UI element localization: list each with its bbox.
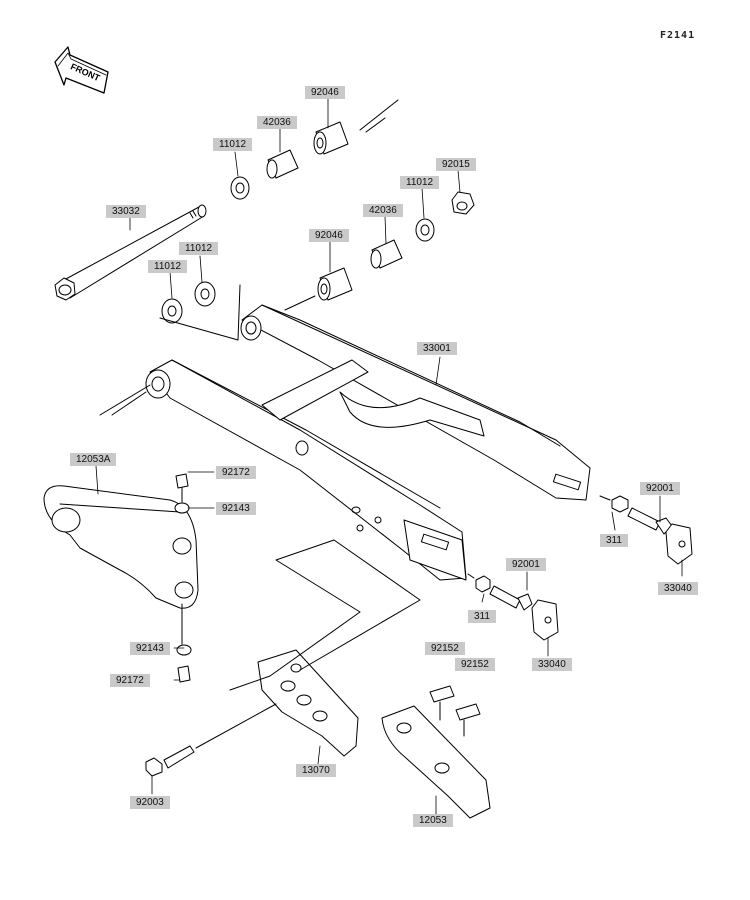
part-label-42036-right[interactable]: 42036 [363,204,403,217]
chain-guide [145,539,421,777]
swing-arm [99,304,591,581]
part-label-11012-upper[interactable]: 11012 [213,138,253,151]
part-label-11012-right[interactable]: 11012 [400,176,440,189]
chain-slide-front [381,685,491,819]
leader-lines [95,97,683,815]
part-label-92046-right[interactable]: 92046 [309,229,349,242]
part-label-92046-upper[interactable]: 92046 [305,86,345,99]
figure-code: F2141 [660,30,696,41]
part-label-11012-left-lower[interactable]: 11012 [148,260,188,273]
part-label-92001-right[interactable]: 92001 [640,482,680,495]
part-label-33040-right[interactable]: 33040 [658,582,698,595]
chain-adjusters [467,495,693,641]
part-label-12053A[interactable]: 12053A [70,453,117,466]
part-label-92001-center[interactable]: 92001 [506,558,546,571]
part-label-13070[interactable]: 13070 [296,764,336,777]
pivot-shaft [54,204,207,301]
upper-bearing-set [230,99,399,200]
left-seal-set [159,281,241,341]
part-label-92172-lower[interactable]: 92172 [110,674,150,687]
part-label-92003[interactable]: 92003 [130,796,170,809]
part-label-92152-right[interactable]: 92152 [455,658,495,671]
part-label-33032[interactable]: 33032 [106,205,146,218]
part-label-92143-upper[interactable]: 92143 [216,502,256,515]
part-label-311-right[interactable]: 311 [600,534,628,547]
front-arrow-icon: FRONT [54,46,109,94]
part-label-33001[interactable]: 33001 [417,342,457,355]
part-label-92015[interactable]: 92015 [436,158,476,171]
part-label-92172-upper[interactable]: 92172 [216,466,256,479]
right-bearing-set [284,191,475,311]
part-label-92152-left[interactable]: 92152 [425,642,465,655]
part-label-12053[interactable]: 12053 [413,814,453,827]
part-label-92143-lower[interactable]: 92143 [130,642,170,655]
chain-slider-rear [43,473,199,683]
part-label-11012-left-upper[interactable]: 11012 [179,242,219,255]
part-label-42036-upper[interactable]: 42036 [257,116,297,129]
part-label-33040-center[interactable]: 33040 [532,658,572,671]
part-label-311-center[interactable]: 311 [468,610,496,623]
